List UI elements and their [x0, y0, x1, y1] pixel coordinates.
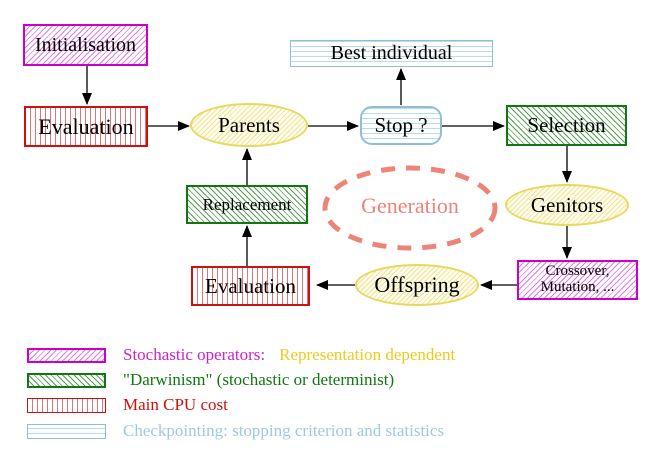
legend-row-stochastic: Stochastic operators: Representation dep… [27, 345, 456, 364]
node-initialisation: Initialisation [23, 24, 148, 66]
legend-row-darwinism: "Darwinism" (stochastic or determinist) [27, 370, 395, 389]
node-replacement: Replacement [186, 185, 308, 224]
legend-swatch-magenta-hatch [27, 347, 106, 363]
legend-row-checkpointing: Checkpointing: stopping criterion and st… [27, 421, 445, 440]
legend-row-cpu-cost: Main CPU cost [27, 395, 228, 414]
node-parents: Parents [190, 103, 308, 147]
node-evaluation-bottom: Evaluation [191, 266, 310, 306]
node-offspring: Offspring [355, 264, 479, 306]
node-best-individual: Best individual [290, 40, 493, 67]
generation-loop-ellipse [322, 165, 498, 251]
node-stop: Stop ? [360, 106, 442, 145]
crossover-line2: Mutation, ... [540, 279, 615, 295]
legend-text-representation: Representation dependent [279, 345, 456, 364]
legend-swatch-red-vlines [27, 397, 106, 413]
generation-label: Generation [361, 193, 459, 218]
node-genitors: Genitors [505, 184, 629, 226]
node-evaluation-top: Evaluation [24, 106, 148, 147]
node-crossover-mutation: Crossover, Mutation, ... [517, 260, 638, 300]
crossover-line1: Crossover, [545, 263, 610, 280]
node-selection: Selection [506, 105, 627, 146]
legend-text-darwinism: "Darwinism" (stochastic or determinist) [123, 370, 395, 389]
legend-swatch-cyan-hlines [27, 423, 106, 439]
legend-swatch-green-hatch [27, 372, 106, 388]
legend-text-cpu-cost: Main CPU cost [123, 395, 228, 414]
legend-text-checkpointing: Checkpointing: stopping criterion and st… [123, 421, 445, 440]
legend-text-stochastic: Stochastic operators: [123, 345, 266, 364]
